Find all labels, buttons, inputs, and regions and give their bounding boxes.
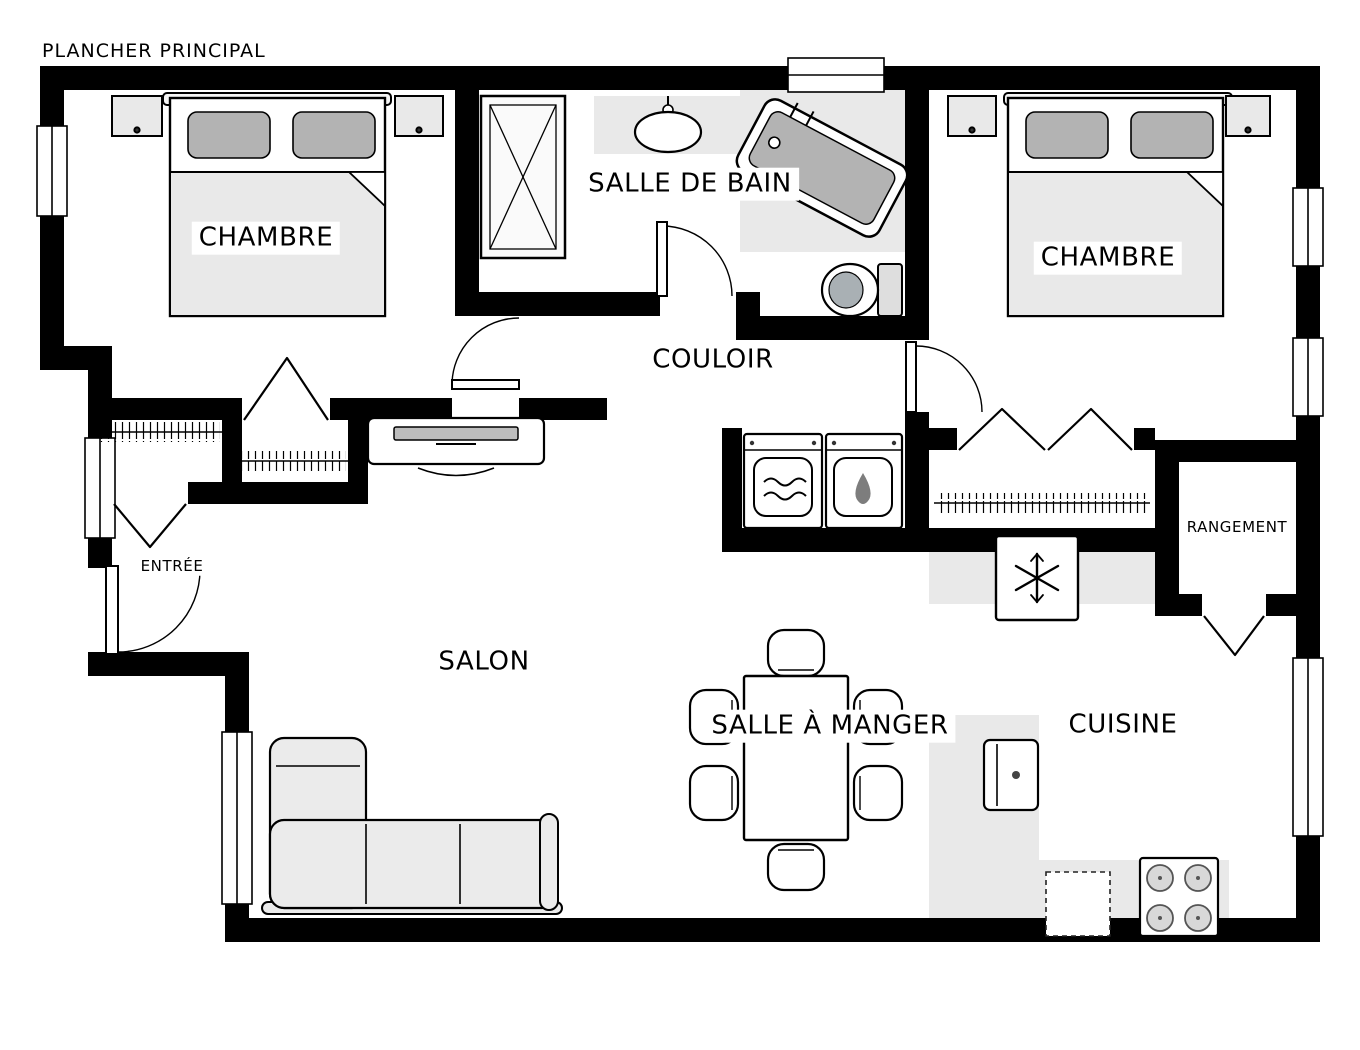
room-label-storage: RANGEMENT: [1182, 517, 1292, 537]
fridge: [994, 534, 1080, 622]
window: [84, 437, 116, 539]
room-label-bedroom-left: CHAMBRE: [191, 221, 341, 255]
chair: [688, 764, 740, 822]
pillow: [187, 111, 271, 159]
nightstands-left: [111, 95, 444, 137]
window: [787, 57, 885, 93]
console-curve: [417, 467, 495, 477]
console: [366, 416, 546, 466]
room-label-bathroom: SALLE DE BAIN: [581, 167, 799, 201]
window: [221, 731, 253, 905]
door-swing-arc: [117, 569, 201, 653]
door-swing-arc: [915, 345, 983, 413]
nightstand: [394, 95, 444, 137]
tv-console: [366, 416, 546, 477]
room-label-dining-room: SALLE À MANGER: [704, 709, 956, 743]
bed-right: [1003, 92, 1233, 318]
tub-basin: [748, 111, 896, 225]
sink-basin: [633, 110, 703, 154]
shower: [479, 94, 567, 260]
dining-set: [688, 628, 904, 892]
closet-rod: [934, 493, 1150, 513]
room-label-living-room: SALON: [431, 645, 537, 679]
stove: [1138, 856, 1220, 938]
room-label-entry: ENTRÉE: [136, 556, 208, 576]
tub-knob: [805, 110, 815, 127]
bifold-door: [113, 503, 187, 549]
window: [1292, 657, 1324, 837]
toilet-tank: [877, 263, 903, 317]
chair: [766, 842, 826, 892]
closet-rod: [230, 451, 348, 471]
door-leaf: [656, 221, 668, 297]
closet-rods: [94, 422, 1150, 513]
bifold-door: [1047, 407, 1133, 451]
room-label-hallway: COULOIR: [645, 343, 781, 377]
pillow: [292, 111, 376, 159]
sofa-armrest: [539, 813, 559, 911]
tub-faucet: [768, 136, 781, 149]
chair: [852, 764, 904, 822]
door-leaf: [905, 341, 917, 413]
nightstand: [111, 95, 163, 137]
doors: [105, 221, 983, 655]
closet-doors: [113, 356, 1265, 657]
bathtub: [735, 98, 909, 238]
room-label-bedroom-right: CHAMBRE: [1033, 241, 1183, 275]
door-leaf: [451, 379, 520, 390]
blanket-fold: [1184, 171, 1224, 209]
nightstands-right: [947, 95, 1271, 137]
tv: [393, 426, 519, 441]
bed-left: [162, 92, 392, 318]
washer: [742, 432, 824, 530]
pillow: [1130, 111, 1214, 159]
sofa: [261, 736, 563, 915]
closet-rod: [94, 422, 222, 442]
door-bathroom: [656, 221, 733, 297]
tub-knob: [789, 102, 799, 118]
droplet-icon: [855, 473, 871, 504]
bifold-door: [243, 356, 329, 421]
window: [36, 125, 68, 217]
dryer: [824, 432, 904, 530]
windows: [36, 57, 1324, 905]
window: [1292, 187, 1324, 267]
window: [1292, 337, 1324, 417]
dining-table: [742, 674, 850, 842]
sofa-seat: [268, 818, 558, 910]
door-entry: [105, 565, 201, 655]
dishwasher: [982, 738, 1040, 812]
door-bedroom-left: [451, 317, 520, 390]
door-bedroom-right: [905, 341, 983, 413]
waves-icon: [763, 477, 807, 487]
toilet: [820, 262, 903, 318]
snowflake-icon: [1014, 552, 1060, 604]
blanket-fold: [346, 171, 386, 209]
washer-door: [753, 457, 813, 517]
door-swing-arc: [451, 317, 520, 386]
nightstand: [1225, 95, 1271, 137]
bifold-door: [1203, 615, 1265, 657]
door-leaf: [105, 565, 119, 655]
door-swing-arc: [661, 225, 733, 297]
waves-icon: [763, 491, 807, 501]
toilet-bowl-inner: [828, 271, 864, 309]
chair: [766, 628, 826, 678]
kitchen-cabinet: [1045, 871, 1111, 937]
pillow: [1025, 111, 1109, 159]
bifold-door: [958, 407, 1046, 451]
plan-title: PLANCHER PRINCIPAL: [42, 40, 266, 62]
room-label-kitchen: CUISINE: [1061, 708, 1185, 742]
nightstand: [947, 95, 997, 137]
sink: [633, 96, 703, 154]
